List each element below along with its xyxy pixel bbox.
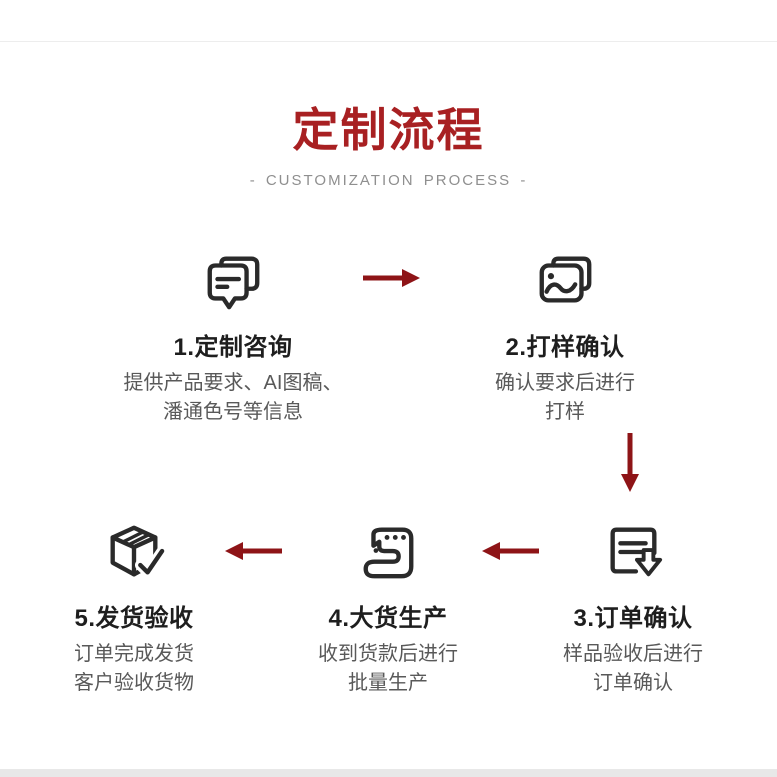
step-description: 确认要求后进行 打样 [443,369,687,427]
step-1-customization-consult: 1.定制咨询 提供产品要求、AI图稿、 潘通色号等信息 [111,249,355,427]
arrow-left-icon [481,539,541,568]
step-title: 1.定制咨询 [173,334,293,361]
arrow-left-icon [224,539,284,568]
step-5-delivery-acceptance: 5.发货验收 订单完成发货 客户验收货物 [12,520,256,698]
section-title: 定制流程 [292,104,485,156]
step-desc-line: 提供产品要求、AI图稿、 [123,372,343,394]
sewing-machine-icon [266,520,510,584]
top-divider [0,41,777,42]
step-desc-line: 订单完成发货 [74,643,194,665]
step-title: 5.发货验收 [74,605,194,632]
step-4-bulk-production: 4.大货生产 收到货款后进行 批量生产 [266,520,510,698]
step-3-order-confirm: 3.订单确认 样品验收后进行 订单确认 [511,520,755,698]
step-desc-line: 打样 [545,401,585,423]
step-title: 3.订单确认 [573,605,693,632]
chat-bubbles-icon [111,249,355,313]
step-description: 提供产品要求、AI图稿、 潘通色号等信息 [111,369,355,427]
bottom-divider [0,769,777,777]
arrow-down-icon [618,431,642,498]
step-description: 订单完成发货 客户验收货物 [12,640,256,698]
step-desc-line: 客户验收货物 [74,672,194,694]
step-desc-line: 潘通色号等信息 [163,401,303,423]
step-desc-line: 批量生产 [348,672,428,694]
step-title: 4.大货生产 [328,605,448,632]
sample-images-icon [443,249,687,313]
package-check-icon [12,520,256,584]
step-description: 收到货款后进行 批量生产 [266,640,510,698]
arrow-right-icon [361,266,421,295]
step-desc-line: 收到货款后进行 [318,643,458,665]
step-title: 2.打样确认 [505,334,625,361]
section-subtitle: - CUSTOMIZATION PROCESS - [249,172,528,189]
step-desc-line: 样品验收后进行 [563,643,703,665]
step-desc-line: 确认要求后进行 [495,372,635,394]
order-download-icon [511,520,755,584]
step-description: 样品验收后进行 订单确认 [511,640,755,698]
step-desc-line: 订单确认 [593,672,673,694]
step-2-sample-confirm: 2.打样确认 确认要求后进行 打样 [443,249,687,427]
